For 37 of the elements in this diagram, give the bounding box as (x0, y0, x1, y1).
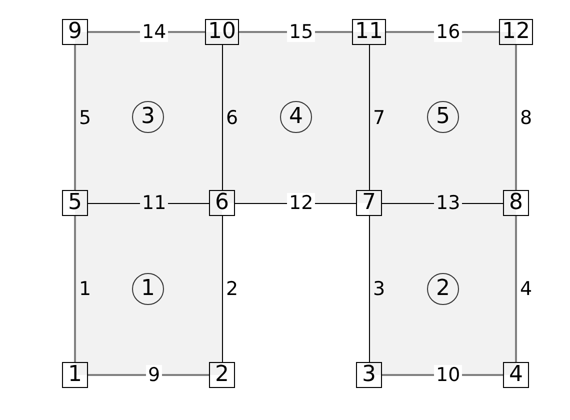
connector-line (369, 216, 370, 362)
element-number-circle: 3 (132, 101, 164, 133)
element-number-circle: 1 (132, 273, 164, 305)
connector-line (369, 44, 370, 190)
node-number-box: 9 (62, 19, 88, 45)
node-number-box: 2 (209, 362, 235, 388)
node-number-box: 4 (503, 362, 529, 388)
element-number-circle: 4 (280, 101, 312, 133)
node-number-box: 5 (62, 190, 88, 216)
edge-label: 5 (78, 108, 92, 128)
node-number-box: 1 (62, 362, 88, 388)
edge-label: 4 (519, 279, 534, 299)
edge-label: 15 (287, 22, 316, 42)
connector-line (222, 44, 223, 190)
element-number-circle: 5 (427, 101, 459, 133)
connector-line (74, 216, 76, 362)
connector-line (74, 45, 76, 190)
element-number-circle: 2 (427, 273, 459, 305)
edge-label: 8 (519, 108, 534, 128)
edge-label: 14 (140, 22, 168, 42)
node-number-box: 3 (356, 362, 382, 388)
connector-line (222, 216, 223, 362)
node-number-box: 6 (209, 190, 235, 216)
edge-label: 7 (372, 108, 386, 128)
edge-label: 1 (78, 279, 92, 299)
node-number-box: 7 (356, 190, 382, 216)
connector-line (515, 45, 517, 190)
edge-label: 16 (434, 22, 462, 42)
connector-line (515, 216, 517, 362)
node-number-box: 8 (503, 190, 529, 216)
edge-label: 2 (225, 279, 240, 299)
edge-label: 3 (372, 279, 386, 299)
node-number-box: 10 (205, 19, 239, 45)
node-number-box: 11 (352, 19, 386, 45)
node-number-box: 12 (499, 19, 533, 45)
edge-label: 6 (225, 108, 240, 128)
connector-line (88, 374, 209, 376)
